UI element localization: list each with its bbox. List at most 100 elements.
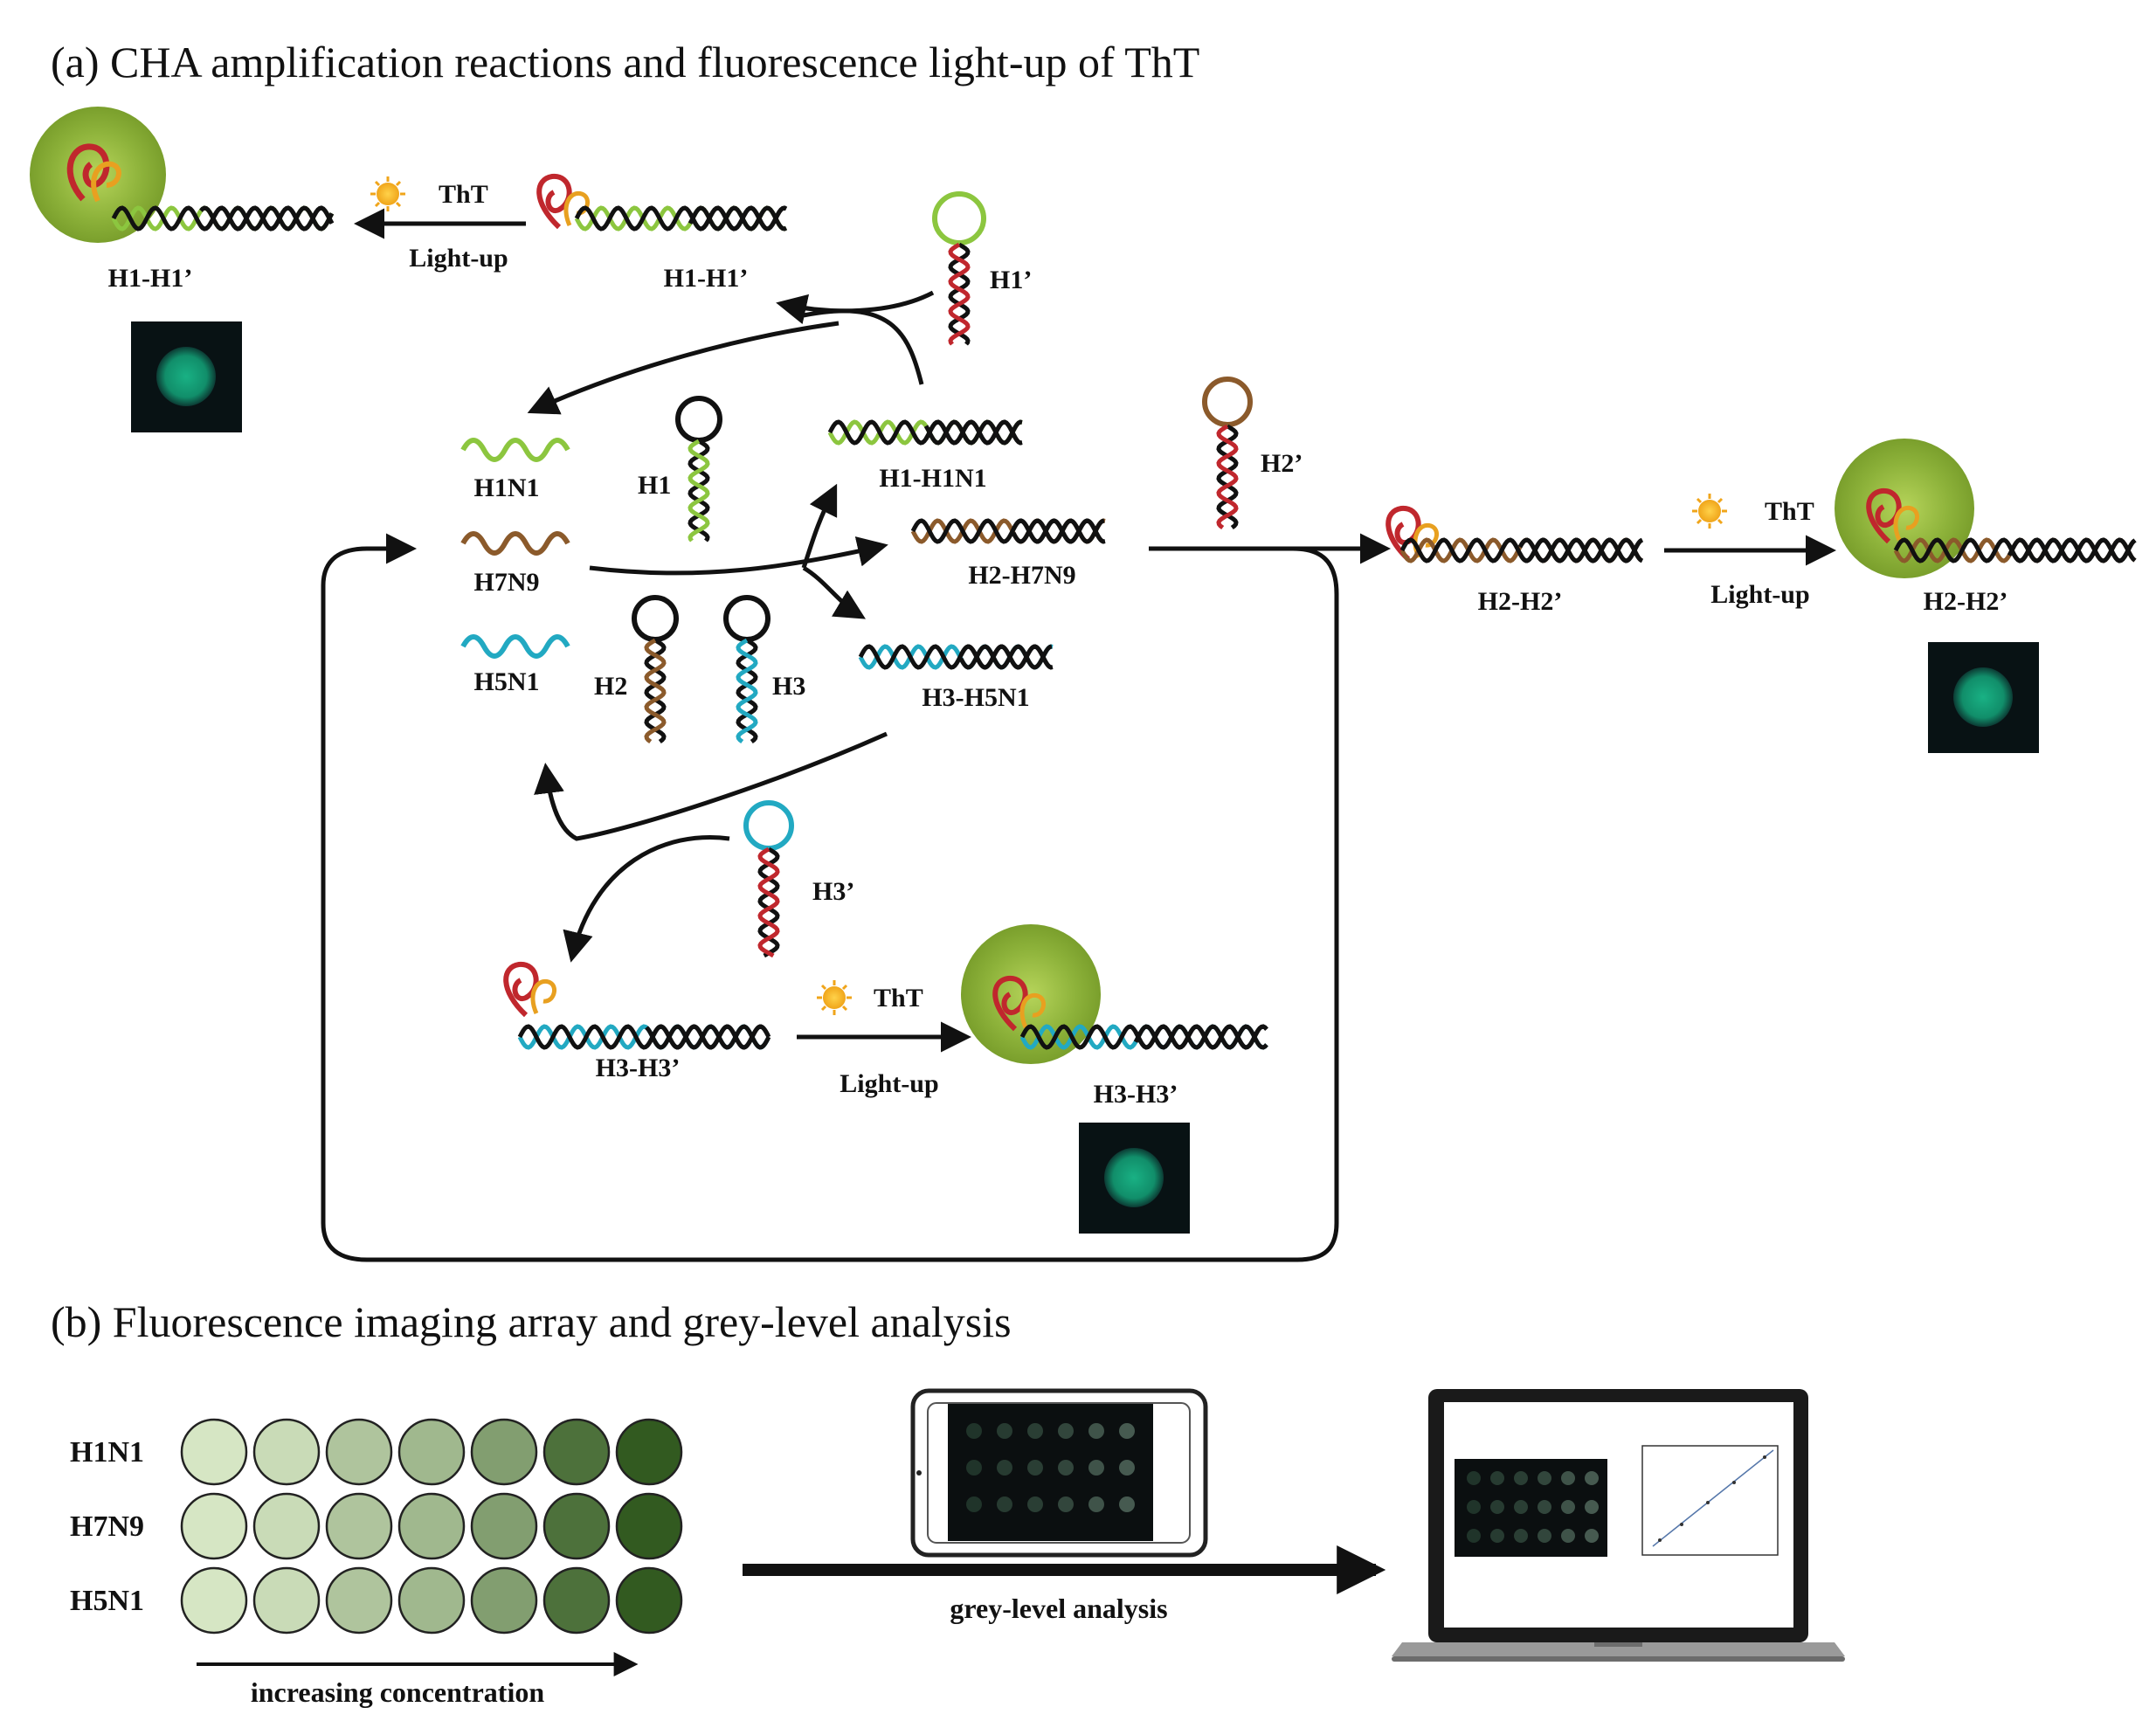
h1h1p-lit-product [30,107,166,243]
dna-strand [645,1024,771,1050]
label-lightup-bottom: Light-up [840,1069,938,1098]
well [252,1418,321,1486]
phone-screen-wells [966,1423,1135,1512]
label-h2p: H2’ [1261,449,1303,478]
target-h5n1 [460,634,570,659]
arrow-to-h1h1p [776,290,935,325]
h1h1p-duplex [536,174,591,230]
label-h1n1: H1N1 [474,473,540,502]
label-tht-right: ThT [1765,497,1814,526]
row-label-h1n1: H1N1 [70,1436,144,1469]
screen-well [1058,1460,1074,1476]
row-label-h7n9: H7N9 [70,1510,144,1543]
screen-well [1514,1529,1528,1543]
label-tht-bottom: ThT [874,984,923,1013]
label-h3h3p-lit: H3-H3’ [1094,1080,1178,1109]
screen-well [1027,1423,1043,1439]
screen-well [1119,1460,1135,1476]
label-h1: H1 [638,471,671,500]
screen-well [966,1496,982,1512]
label-h1-h1n1: H1-H1N1 [879,464,986,493]
arrow-to-h3h3p [563,835,730,963]
label-grey-level-analysis: grey-level analysis [950,1593,1167,1624]
dna-strand [644,638,667,744]
target-h1n1 [460,438,570,462]
label-h2h2p-lit: H2-H2’ [1924,587,2008,616]
label-h1p: H1’ [990,266,1032,294]
dna-strand [1216,424,1239,530]
well [615,1492,683,1560]
dna-strand [948,242,971,346]
dna-strand [645,1024,771,1050]
dna-strand [199,205,335,232]
label-h2h2p: H2-H2’ [1478,587,1563,616]
label-h7n9: H7N9 [474,568,540,597]
well [325,1492,393,1560]
screen-well [1490,1529,1504,1543]
screen-well [1467,1529,1481,1543]
screen-well [997,1423,1012,1439]
screen-well [1058,1423,1074,1439]
dna-strand [736,638,758,744]
dna-strand [2007,537,2137,563]
dna-strand [1517,537,1644,563]
label-tht-top: ThT [439,180,488,209]
screen-well [997,1460,1012,1476]
well [252,1566,321,1635]
sun-icon [817,980,852,1015]
screen-well [1088,1496,1104,1512]
hairpin-h2 [632,595,679,642]
dna-strand [1517,537,1644,563]
screen-well [1490,1471,1504,1485]
label-h3h3p: H3-H3’ [596,1054,681,1082]
well [180,1492,248,1560]
well [180,1418,248,1486]
arrow-to-h2h7n9 [589,536,888,576]
laptop-screen-wells [1467,1471,1599,1543]
well [470,1418,538,1486]
well [397,1418,466,1486]
label-lightup-right: Light-up [1710,580,1809,609]
dna-strand [923,419,1023,446]
well [325,1566,393,1635]
dna-strand [1216,424,1239,530]
arrow-to-h1h1n1 [801,483,838,569]
well [397,1566,466,1635]
well [542,1418,611,1486]
screen-well [1514,1500,1528,1514]
dna-strand [948,242,971,346]
well [470,1492,538,1560]
sun-icon [1692,494,1727,529]
screen-well [1467,1471,1481,1485]
screen-well [1538,1500,1551,1514]
dna-strand [644,638,667,744]
dna-strand [736,638,758,744]
label-lightup-top: Light-up [409,244,508,273]
label-h1h1p-lit: H1-H1’ [108,264,193,293]
h2h2p-duplex [1386,506,1440,562]
dna-strand [688,439,710,543]
dna-strand [688,205,788,232]
dna-strand [688,439,710,543]
hairpin-h3p [743,800,794,851]
label-h3-h5n1: H3-H5N1 [922,683,1029,712]
screen-well [1490,1500,1504,1514]
hairpin-h3 [723,595,770,642]
screen-well [1058,1496,1074,1512]
label-h5n1: H5N1 [474,667,540,696]
well [325,1418,393,1486]
dna-strand [199,205,335,232]
label-h1h1p: H1-H1’ [664,264,749,293]
fluorescence-spot [1104,1148,1164,1207]
dna-strand [958,644,1053,670]
screen-well [1538,1529,1551,1543]
label-h3: H3 [772,672,805,701]
recycle-loop-arrow [321,533,1339,1262]
screen-well [966,1423,982,1439]
screen-well [1088,1423,1104,1439]
well [180,1566,248,1635]
screen-well [1119,1496,1135,1512]
dna-strand [1011,518,1105,544]
screen-well [1088,1460,1104,1476]
